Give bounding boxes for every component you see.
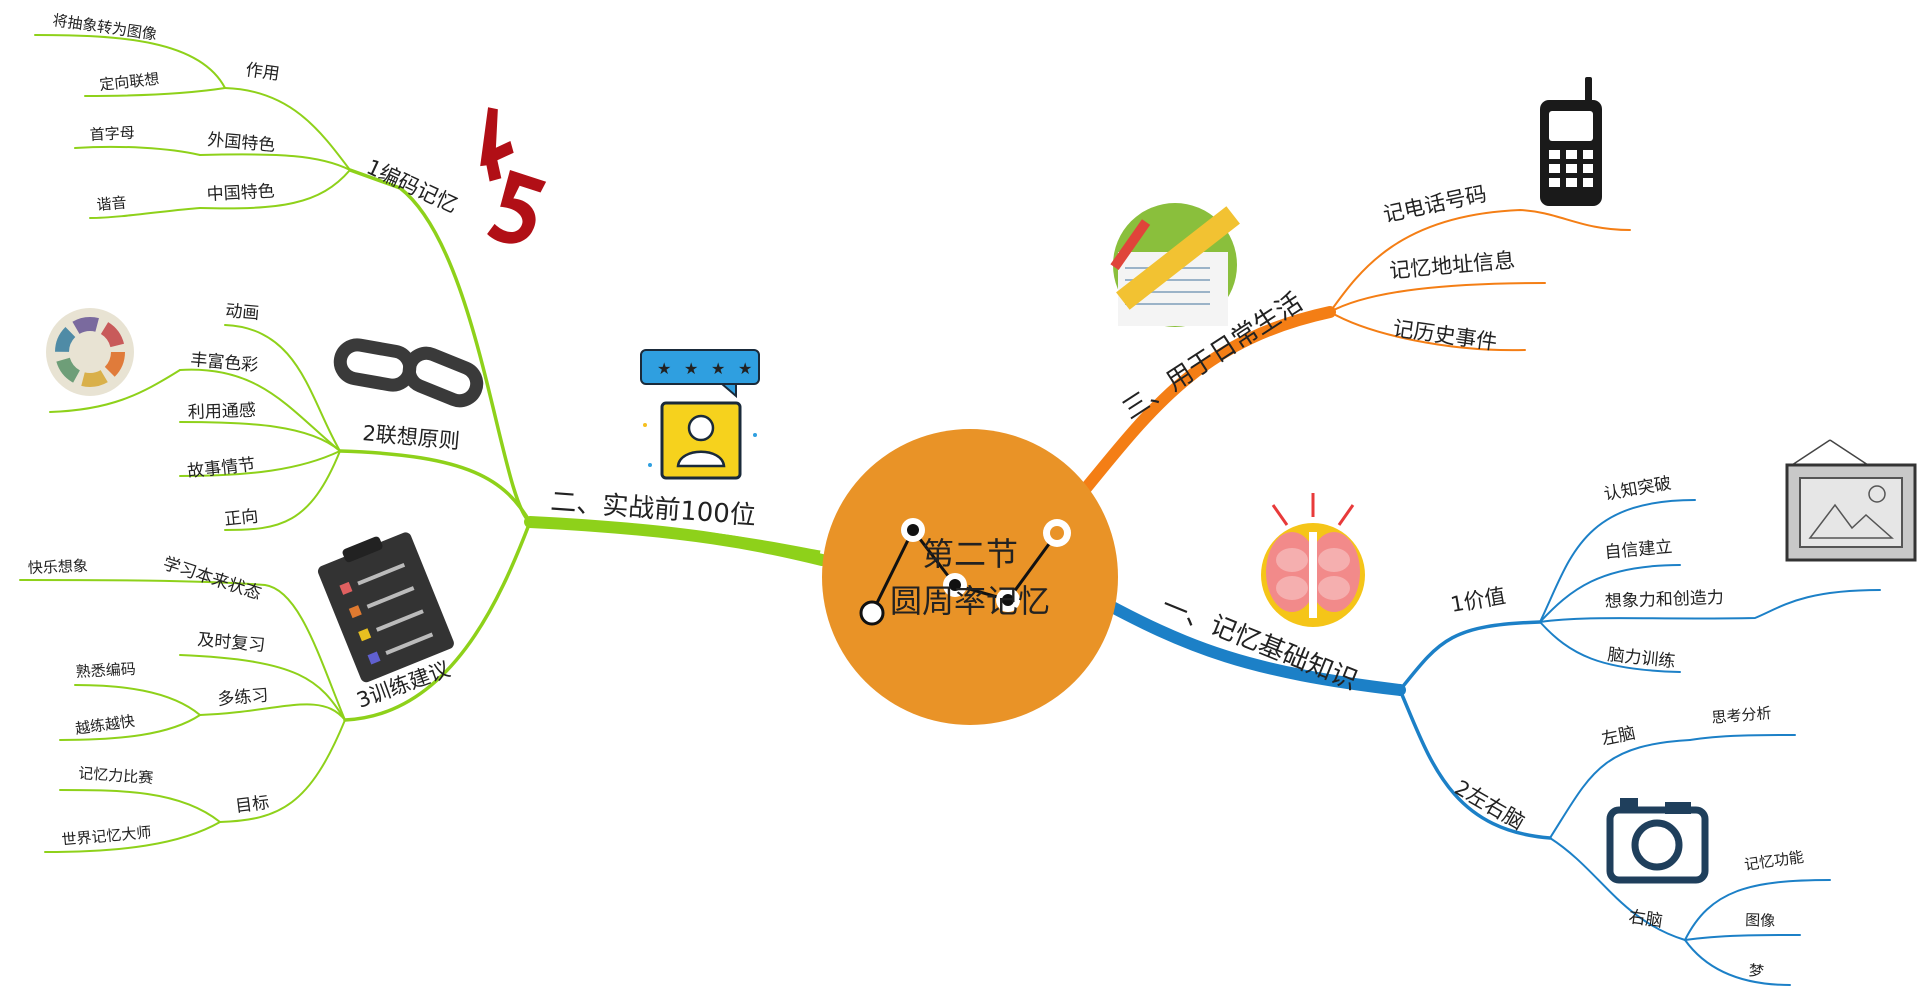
training-natural-item[interactable]: 快乐想象	[28, 557, 89, 577]
branch-practice-line[interactable]	[524, 516, 828, 566]
encoding-foreign-label[interactable]: 外国特色	[207, 130, 276, 156]
orange-twigs	[1329, 208, 1631, 352]
user-rating-icon: ★ ★ ★ ★	[640, 349, 760, 480]
brain-icon	[1261, 493, 1365, 627]
training-practice-label[interactable]: 多练习	[217, 686, 270, 710]
training-practice-item-1[interactable]: 熟悉编码	[75, 660, 136, 681]
green-twigs	[19, 34, 351, 853]
svg-text:★: ★	[711, 359, 725, 378]
connected-dots-icon	[859, 518, 1071, 626]
association-label[interactable]: 2联想原则	[362, 421, 461, 453]
training-goal-label[interactable]: 目标	[234, 793, 270, 817]
association-item-5[interactable]: 正向	[223, 507, 259, 530]
daily-item-2[interactable]: 记忆地址信息	[1388, 248, 1516, 283]
association-item-3[interactable]: 利用通感	[187, 401, 256, 423]
brain-right-item-1[interactable]: 记忆功能	[1743, 848, 1805, 874]
training-practice-item-2[interactable]: 越练越快	[74, 712, 136, 738]
encoding-chinese-label[interactable]: 中国特色	[206, 181, 275, 205]
color-wheel-icon	[46, 308, 134, 396]
encoding-role-item-2[interactable]: 定向联想	[99, 70, 161, 94]
value-item-4[interactable]: 脑力训练	[1606, 645, 1676, 672]
encoding-role-item-1[interactable]: 将抽象转为图像	[51, 11, 157, 43]
association-item-4[interactable]: 故事情节	[186, 455, 256, 482]
encoding-role-label[interactable]: 作用	[244, 60, 280, 85]
branch-basics-line[interactable]	[1084, 589, 1406, 696]
value-item-2[interactable]: 自信建立	[1604, 537, 1673, 563]
encoding-chinese-item[interactable]: 谐音	[96, 193, 127, 214]
brain-label[interactable]: 2左右脑	[1451, 776, 1529, 835]
association-item-2[interactable]: 丰富色彩	[190, 350, 259, 376]
value-label[interactable]: 1价值	[1449, 584, 1508, 617]
training-review-label[interactable]: 及时复习	[197, 630, 266, 656]
brain-left-label[interactable]: 左脑	[1600, 723, 1637, 750]
value-item-3[interactable]: 想象力和创造力	[1604, 588, 1724, 612]
svg-text:★: ★	[684, 359, 698, 378]
encoding-foreign-item[interactable]: 首字母	[89, 124, 135, 144]
pi-digits-icon	[480, 107, 547, 244]
mobile-phone-icon	[1540, 77, 1602, 206]
center-title-line1: 第二节	[922, 535, 1018, 573]
green-branches	[338, 168, 532, 722]
checklist-clipboard-icon	[317, 532, 454, 683]
daily-item-3[interactable]: 记历史事件	[1391, 316, 1498, 354]
value-item-1[interactable]: 认知突破	[1602, 473, 1672, 505]
main-branches	[524, 306, 1406, 696]
svg-text:★: ★	[657, 359, 671, 378]
brain-right-item-3[interactable]: 梦	[1747, 961, 1764, 981]
brain-left-item[interactable]: 思考分析	[1711, 704, 1772, 727]
branch-daily-line[interactable]	[1072, 306, 1336, 504]
association-item-1[interactable]: 动画	[225, 301, 261, 324]
chain-link-icon	[333, 338, 484, 408]
center-title-line2: 圆周率记忆	[890, 582, 1050, 620]
pencil-ruler-icon	[1110, 203, 1240, 327]
daily-item-1[interactable]: 记电话号码	[1381, 182, 1489, 227]
center-node[interactable]: 第二节 圆周率记忆	[822, 429, 1118, 725]
svg-text:★: ★	[738, 359, 752, 378]
brain-right-label[interactable]: 右脑	[1627, 907, 1663, 932]
training-goal-item-2[interactable]: 世界记忆大师	[61, 823, 152, 849]
blue-twigs	[1539, 499, 1881, 986]
camera-icon	[1606, 798, 1709, 884]
framed-picture-icon	[1785, 439, 1917, 562]
blue-branches	[1398, 620, 1552, 840]
training-goal-item-1[interactable]: 记忆力比赛	[78, 764, 154, 787]
encoding-label[interactable]: 1编码记忆	[363, 155, 461, 218]
brain-right-item-2[interactable]: 图像	[1745, 911, 1776, 930]
training-natural-label[interactable]: 学习本来状态	[160, 554, 263, 605]
